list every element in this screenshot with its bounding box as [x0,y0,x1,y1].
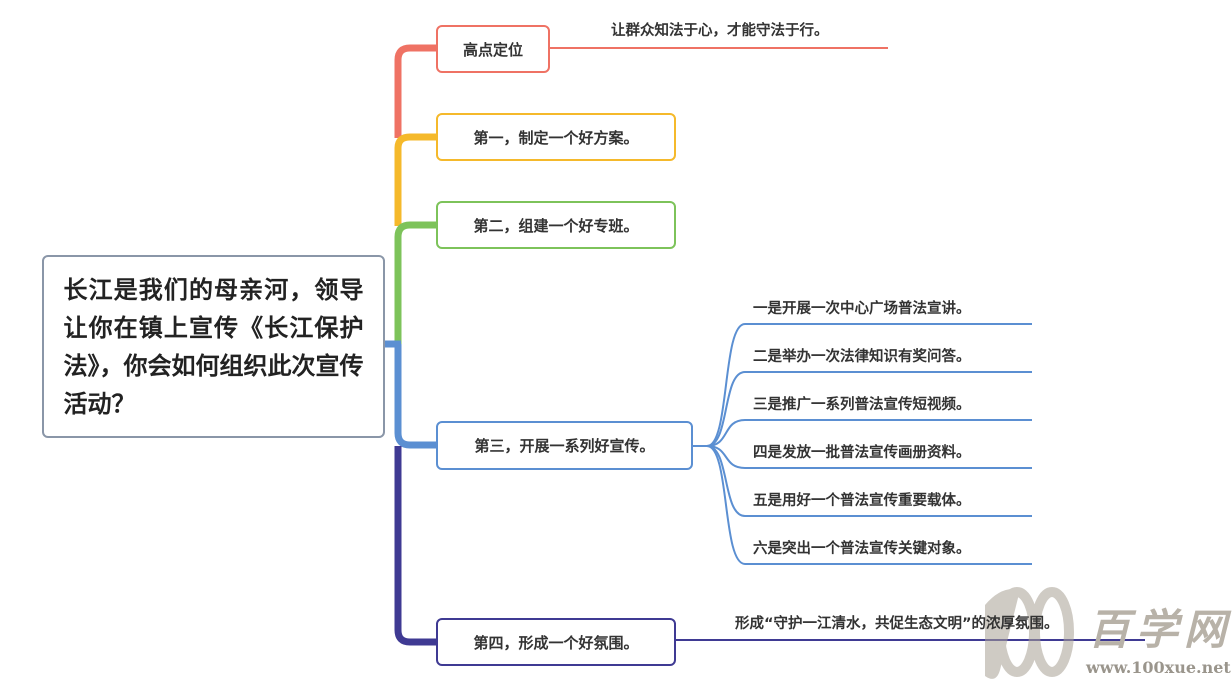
trunk-segment-purple [394,446,436,646]
watermark-url: www.100xue.net [1086,658,1231,677]
leaf-connectors-publicity [693,323,1032,565]
branch-publicity[interactable]: 第三，开展一系列好宣传。 [436,421,693,470]
leaf-atmosphere-statement[interactable]: 形成“守护一江清水，共促生态文明”的浓厚氛围。 [735,616,1059,632]
leaf-connector-publicity-6 [693,445,1032,565]
leaf-publicity-2[interactable]: 二是举办一次法律知识有奖问答。 [753,349,971,365]
leaf-connector-publicity-1 [693,323,1032,447]
trunk-segment-yellow [394,133,436,226]
branch-label: 第一，制定一个好方案。 [473,128,639,147]
leaf-publicity-4[interactable]: 四是发放一批普法宣传画册资料。 [753,445,971,461]
leaf-publicity-1[interactable]: 一是开展一次中心广场普法宣讲。 [753,301,971,317]
trunk-segment-red [394,44,436,138]
trunk-segment-green [394,221,436,344]
leaf-position-statement[interactable]: 让群众知法于心，才能守法于行。 [611,23,829,39]
leaf-publicity-3[interactable]: 三是推广一系列普法宣传短视频。 [753,397,971,413]
branch-team[interactable]: 第二，组建一个好专班。 [436,201,676,249]
branch-positioning[interactable]: 高点定位 [436,25,550,73]
watermark-brand: 百学网 [1088,605,1232,654]
watermark-logo [985,587,1074,679]
branch-plan[interactable]: 第一，制定一个好方案。 [436,113,676,161]
leaf-publicity-5[interactable]: 五是用好一个普法宣传重要载体。 [753,493,971,509]
leaf-publicity-6[interactable]: 六是突出一个普法宣传关键对象。 [753,541,971,557]
branch-label: 高点定位 [462,40,523,59]
branch-label: 第四，形成一个好氛围。 [473,633,639,652]
branch-label: 第三，开展一系列好宣传。 [474,437,655,455]
branch-label: 第二，组建一个好专班。 [473,216,639,235]
branch-atmosphere[interactable]: 第四，形成一个好氛围。 [436,618,676,666]
root-question: 长江是我们的母亲河，领导让你在镇上宣传《长江保护法》，你会如何组织此次宣传活动？ [63,275,364,418]
trunk-segment-blue [394,344,436,449]
root-node[interactable]: 长江是我们的母亲河，领导让你在镇上宣传《长江保护法》，你会如何组织此次宣传活动？ [42,255,385,438]
